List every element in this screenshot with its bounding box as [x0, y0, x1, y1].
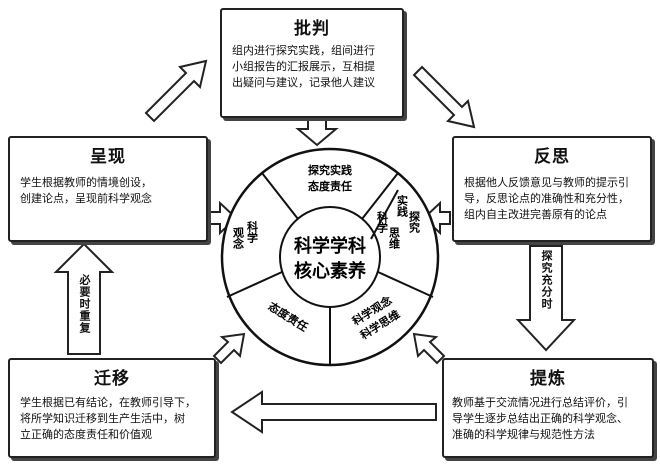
stage-transfer-title: 迁移 [94, 369, 130, 389]
stage-refine: 提炼 教师基于交流情况进行总结评价，引 导学生逐步总结出正确的科学观念、 准确的… [442, 358, 654, 458]
text-line: 准确的科学规律与规范性方法 [452, 428, 595, 441]
segment-right-b-line-2: 实践 [396, 194, 409, 218]
stage-reflect-title: 反思 [534, 147, 570, 167]
stage-critique-text: 组内进行探究实践，组间进行 小组报告的汇报展示，互相提 出疑问与建议，记录他人建… [222, 39, 402, 91]
arrow-refine-to-transfer [230, 390, 437, 434]
text-line: 根据他人反馈意见与教师的提示引 [464, 176, 629, 189]
text-line: 小组报告的汇报展示，互相提 [232, 60, 375, 73]
stage-present-title: 呈现 [90, 147, 126, 167]
segment-right-a-line-1: 科学 [376, 210, 389, 234]
stage-present-text: 学生根据教师的情境创设， 创建论点，呈现前科学观念 [10, 167, 206, 207]
text-line: 教师基于交流情况进行总结评价，引 [452, 396, 628, 409]
stage-transfer: 迁移 学生根据已有结论，在教师引导下， 将所学知识迁移到生产生活中，树 立正确的… [8, 358, 216, 458]
text-line: 组内自主改进完善原有的论点 [464, 208, 607, 221]
segment-top-line-1: 探究实践 [308, 163, 352, 177]
stage-refine-title: 提炼 [530, 369, 566, 389]
wheel-center-line-1: 科学学科 [294, 235, 366, 257]
segment-right-a-line-2: 思维 [388, 227, 401, 250]
arrow-label-sufficient: 探究充分时 [538, 250, 554, 320]
arrow-refine-to-wheel [412, 332, 446, 365]
text-line: 学生根据已有结论，在教师引导下， [20, 396, 196, 409]
text-line: 导，反思论点的准确性和充分性， [464, 192, 629, 205]
text-line: 学生根据教师的情境创设， [20, 176, 152, 189]
text-line: 导学生逐步总结出正确的科学观念、 [452, 412, 628, 425]
segment-top-line-2: 态度责任 [308, 179, 352, 193]
wheel-center-line-2: 核心素养 [294, 260, 367, 282]
segment-left-line-2: 观念 [232, 227, 246, 249]
stage-reflect: 反思 根据他人反馈意见与教师的提示引 导，反思论点的准确性和充分性， 组内自主改… [452, 136, 652, 242]
arrow-present-to-critique [144, 59, 208, 123]
arrow-critique-to-reflect [412, 65, 476, 129]
text-line: 创建论点，呈现前科学观念 [20, 192, 152, 205]
arrow-label-repeat: 必要时重复 [76, 274, 92, 350]
segment-right-b-line-1: 探究 [408, 210, 421, 234]
stage-reflect-text: 根据他人反馈意见与教师的提示引 导，反思论点的准确性和充分性， 组内自主改进完善… [454, 167, 650, 223]
stage-critique-title: 批判 [294, 19, 330, 39]
stage-present: 呈现 学生根据教师的情境创设， 创建论点，呈现前科学观念 [8, 136, 208, 242]
text-line: 组内进行探究实践，组间进行 [232, 44, 375, 57]
text-line: 立正确的态度责任和价值观 [20, 428, 152, 441]
stage-refine-text: 教师基于交流情况进行总结评价，引 导学生逐步总结出正确的科学观念、 准确的科学规… [444, 389, 652, 443]
arrow-critique-to-wheel [295, 118, 339, 147]
core-literacy-wheel [220, 147, 440, 367]
stage-transfer-text: 学生根据已有结论，在教师引导下， 将所学知识迁移到生产生活中，树 立正确的态度责… [10, 389, 214, 443]
text-line: 将所学知识迁移到生产生活中，树 [20, 412, 185, 425]
stage-critique: 批判 组内进行探究实践，组间进行 小组报告的汇报展示，互相提 出疑问与建议，记录… [220, 8, 404, 118]
text-line: 出疑问与建议，记录他人建议 [232, 76, 375, 89]
arrow-transfer-to-wheel [212, 332, 246, 365]
segment-left-line-1: 科学 [246, 220, 259, 244]
